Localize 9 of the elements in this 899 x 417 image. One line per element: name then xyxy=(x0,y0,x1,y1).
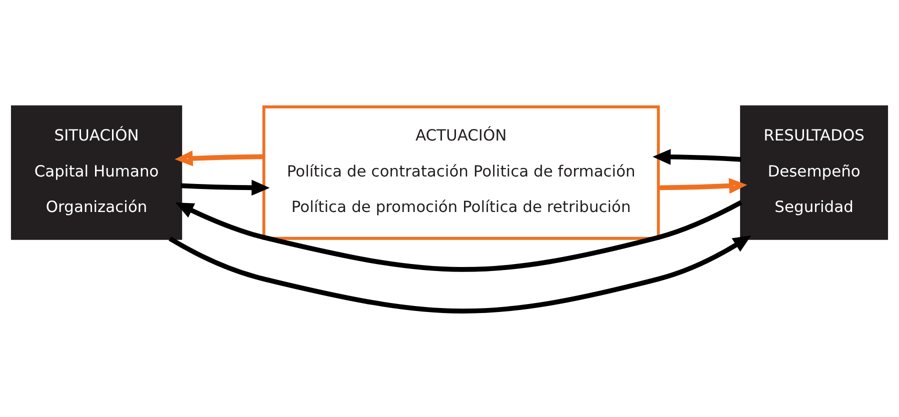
node-box: ACTUACIÓN Política de contratación Politica de formación Política de promoción Política de retribución xyxy=(262,104,660,240)
arrow xyxy=(168,234,752,313)
arrow xyxy=(175,200,742,272)
node-box: RESULTADOS Desempeño Seguridad xyxy=(740,104,888,240)
arrow xyxy=(180,179,270,196)
arrow xyxy=(174,150,264,166)
arrow xyxy=(652,148,742,164)
arrow xyxy=(658,177,748,194)
node-box: SITUACIÓN Capital Humano Organización xyxy=(10,104,182,240)
